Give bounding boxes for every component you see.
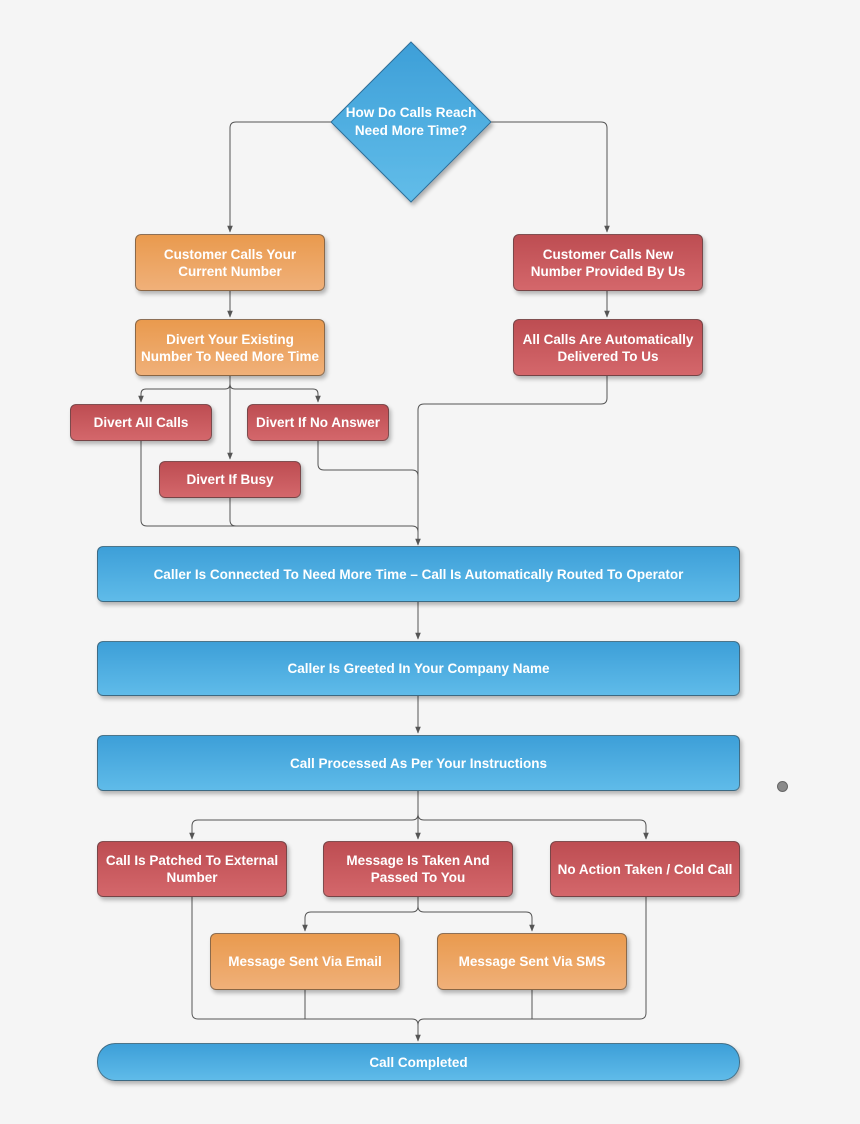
- connector-processed-to-noaction: [417, 813, 649, 840]
- connector-noaction-merge: [417, 897, 647, 1026]
- stray-dot: [777, 781, 788, 792]
- greeted-node: Caller Is Greeted In Your Company Name: [97, 641, 740, 696]
- connector-busy-merge: [229, 498, 237, 527]
- decision-diamond: [330, 41, 492, 203]
- connector-message-to-email: [302, 897, 419, 932]
- connector-all-merge: [140, 441, 419, 533]
- connector-noanswer-merge: [317, 441, 419, 477]
- divert-all-node: Divert All Calls: [70, 404, 212, 441]
- divert-existing-node: Divert Your Existing Number To Need More…: [135, 319, 325, 376]
- divert-no-answer-node: Divert If No Answer: [247, 404, 389, 441]
- sent-email-node: Message Sent Via Email: [210, 933, 400, 990]
- divert-busy-node: Divert If Busy: [159, 461, 301, 498]
- connector-divert-split-right: [229, 383, 321, 403]
- connector-diamond-right: [491, 121, 610, 233]
- patched-node: Call Is Patched To External Number: [97, 841, 287, 897]
- completed-node: Call Completed: [97, 1043, 740, 1081]
- customer-calls-current-node: Customer Calls Your Current Number: [135, 234, 325, 291]
- decision-label: How Do Calls Reach Need More Time?: [345, 105, 477, 138]
- sent-sms-node: Message Sent Via SMS: [437, 933, 627, 990]
- connector-auto-to-merge: [415, 376, 608, 546]
- customer-calls-new-node: Customer Calls New Number Provided By Us: [513, 234, 703, 291]
- auto-delivered-node: All Calls Are Automatically Delivered To…: [513, 319, 703, 376]
- connector-divert-split-left: [138, 376, 231, 403]
- connector-processed-to-patched: [189, 791, 419, 840]
- connected-node: Caller Is Connected To Need More Time – …: [97, 546, 740, 602]
- message-taken-node: Message Is Taken And Passed To You: [323, 841, 513, 897]
- no-action-node: No Action Taken / Cold Call: [550, 841, 740, 897]
- connector-diamond-left: [227, 121, 331, 233]
- processed-node: Call Processed As Per Your Instructions: [97, 735, 740, 791]
- connector-message-to-sms: [417, 905, 535, 932]
